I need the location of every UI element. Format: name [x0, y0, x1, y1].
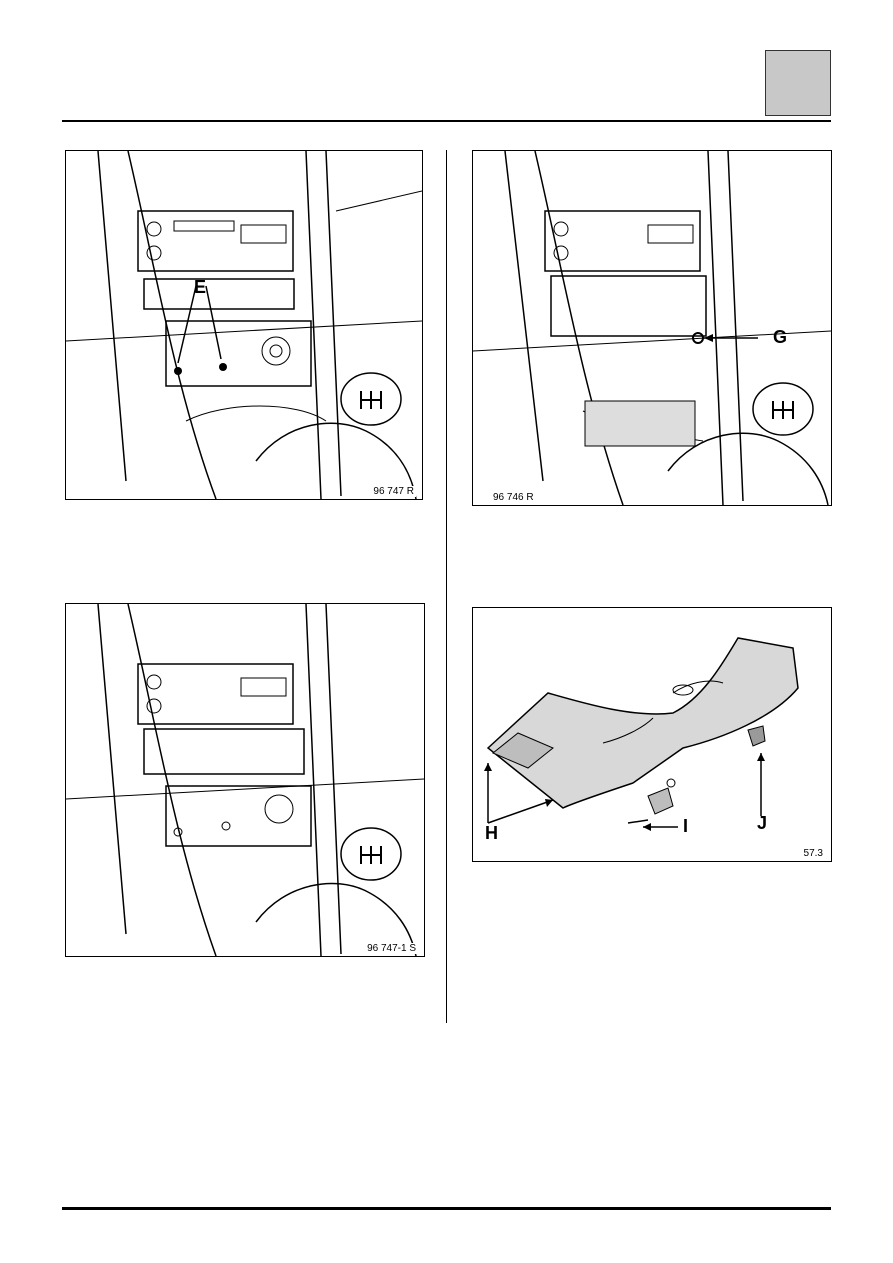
figure-console-screw-g: G 96 746 R [472, 150, 832, 506]
callout-e: E [194, 277, 207, 297]
header-rule [62, 120, 831, 122]
console-illustration [66, 151, 422, 499]
figure-console-exploded: H I J 57.3 [472, 607, 832, 862]
console-illustration [484, 637, 799, 831]
figure-code: 96 746 R [491, 492, 536, 503]
column-divider [446, 150, 447, 1023]
console-illustration [473, 151, 831, 505]
console-illustration [66, 604, 424, 956]
callout-h: H [485, 823, 498, 843]
figure-code: 96 747-1 S [365, 943, 418, 954]
callout-i: I [683, 816, 689, 836]
section-tab-box [765, 50, 831, 116]
figure-console-refit: 96 747-1 S [65, 603, 425, 957]
callout-g: G [773, 327, 788, 347]
callout-j: J [757, 813, 768, 833]
footer-rule [62, 1207, 831, 1210]
figure-console-screws-e: E 96 747 R [65, 150, 423, 500]
figure-code: 57.3 [801, 848, 825, 859]
figure-code: 96 747 R [371, 486, 416, 497]
